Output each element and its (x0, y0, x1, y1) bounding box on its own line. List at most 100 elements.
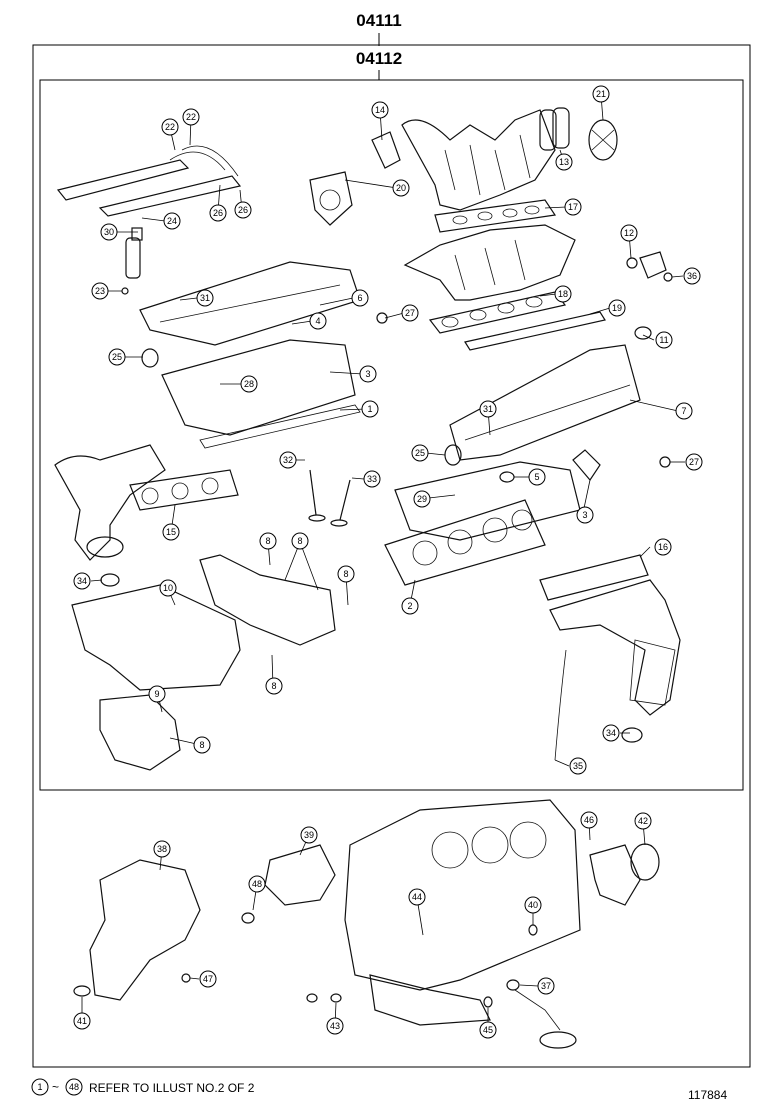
svg-text:45: 45 (483, 1025, 493, 1035)
callout-26a: 26 (209, 204, 227, 222)
timing-cover-middle (199, 554, 336, 646)
callout-29: 29 (413, 490, 431, 508)
manifold-gasket-19 (464, 311, 606, 351)
head-gasket (384, 499, 546, 586)
callout-8b: 8 (291, 532, 309, 550)
svg-text:19: 19 (612, 303, 622, 313)
svg-text:2: 2 (407, 601, 412, 611)
exhaust-gasket-15 (129, 469, 239, 511)
timing-cover-upper (71, 584, 241, 691)
svg-text:38: 38 (157, 844, 167, 854)
callout-43: 43 (326, 1017, 344, 1035)
svg-text:42: 42 (638, 816, 648, 826)
callout-25a: 25 (108, 348, 126, 366)
callout-26b: 26 (234, 201, 252, 219)
callout-34a: 34 (73, 572, 91, 590)
callout-38: 38 (153, 840, 171, 858)
inner-frame (39, 79, 744, 791)
cylinder-head-left (161, 339, 361, 449)
callout-23: 23 (91, 282, 109, 300)
callout-3b: 3 (576, 506, 594, 524)
svg-text:34: 34 (77, 576, 87, 586)
svg-text:32: 32 (283, 455, 293, 465)
oil-pan (369, 974, 491, 1026)
svg-text:14: 14 (375, 105, 385, 115)
callout-18: 18 (554, 285, 572, 303)
callout-32: 32 (279, 451, 297, 469)
seal-small-parts (100, 272, 673, 743)
svg-text:16: 16 (658, 542, 668, 552)
callout-45: 45 (479, 1021, 497, 1039)
svg-text:27: 27 (689, 457, 699, 467)
callout-25b: 25 (411, 444, 429, 462)
engine-block (344, 799, 581, 991)
gasket-14 (371, 131, 401, 169)
gasket-13 (539, 107, 570, 151)
exhaust-manifold-right (549, 579, 681, 716)
fuel-rail (56, 145, 242, 217)
timing-cover-lower (99, 694, 181, 771)
callout-42: 42 (634, 812, 652, 830)
callout-7: 7 (675, 402, 693, 420)
callout-41: 41 (73, 1012, 91, 1030)
svg-text:48: 48 (252, 879, 262, 889)
callout-5: 5 (528, 468, 546, 486)
illustration-code: 117884 (688, 1088, 727, 1102)
callout-15: 15 (162, 523, 180, 541)
callout-37: 37 (537, 977, 555, 995)
svg-text:17: 17 (568, 202, 578, 212)
callouts: 22 22 26 26 24 30 23 31 25 28 6 4 27 3 1… (73, 85, 703, 1039)
svg-text:34: 34 (606, 728, 616, 738)
exhaust-manifold-left (54, 444, 166, 561)
callout-11: 11 (655, 331, 673, 349)
svg-text:3: 3 (365, 369, 370, 379)
callout-6: 6 (351, 289, 369, 307)
svg-text:29: 29 (417, 494, 427, 504)
callout-30: 30 (100, 223, 118, 241)
svg-text:40: 40 (528, 900, 538, 910)
water-pump (264, 844, 336, 906)
callout-13: 13 (555, 153, 573, 171)
svg-text:15: 15 (166, 527, 176, 537)
leader-lines (81, 94, 685, 1029)
callout-8e: 8 (193, 736, 211, 754)
intake-plenum-gasket (434, 199, 557, 233)
svg-text:12: 12 (624, 228, 634, 238)
svg-text:1: 1 (367, 404, 372, 414)
svg-text:39: 39 (304, 830, 314, 840)
svg-text:41: 41 (77, 1016, 87, 1026)
callout-31a: 31 (196, 289, 214, 307)
air-intake-seal-21 (588, 119, 618, 161)
footnote-end: 48 (69, 1082, 79, 1092)
injector (125, 227, 143, 279)
callout-47: 47 (199, 970, 217, 988)
svg-text:7: 7 (681, 406, 686, 416)
callout-22a: 22 (161, 118, 179, 136)
valves (308, 469, 351, 527)
oil-strainer (514, 989, 577, 1049)
svg-text:46: 46 (584, 815, 594, 825)
callout-1: 1 (361, 400, 379, 418)
front-cover (89, 859, 201, 1001)
callout-28: 28 (240, 375, 258, 393)
svg-text:6: 6 (357, 293, 362, 303)
svg-text:18: 18 (558, 289, 568, 299)
callout-16: 16 (654, 538, 672, 556)
intake-manifold-lower (403, 224, 576, 301)
callout-2: 2 (401, 597, 419, 615)
header-inner: 04112 (356, 49, 402, 68)
callout-21: 21 (592, 85, 610, 103)
callout-8a: 8 (259, 532, 277, 550)
callout-33: 33 (363, 470, 381, 488)
callout-31b: 31 (479, 400, 497, 418)
callout-8c: 8 (337, 565, 355, 583)
rear-seal-retainer (589, 843, 660, 906)
svg-text:35: 35 (573, 761, 583, 771)
callout-8d: 8 (265, 677, 283, 695)
manifold-gasket-18 (428, 291, 567, 334)
callout-44: 44 (408, 888, 426, 906)
footnote-text: REFER TO ILLUST NO.2 OF 2 (89, 1081, 255, 1095)
svg-text:10: 10 (163, 583, 173, 593)
svg-text:8: 8 (199, 740, 204, 750)
